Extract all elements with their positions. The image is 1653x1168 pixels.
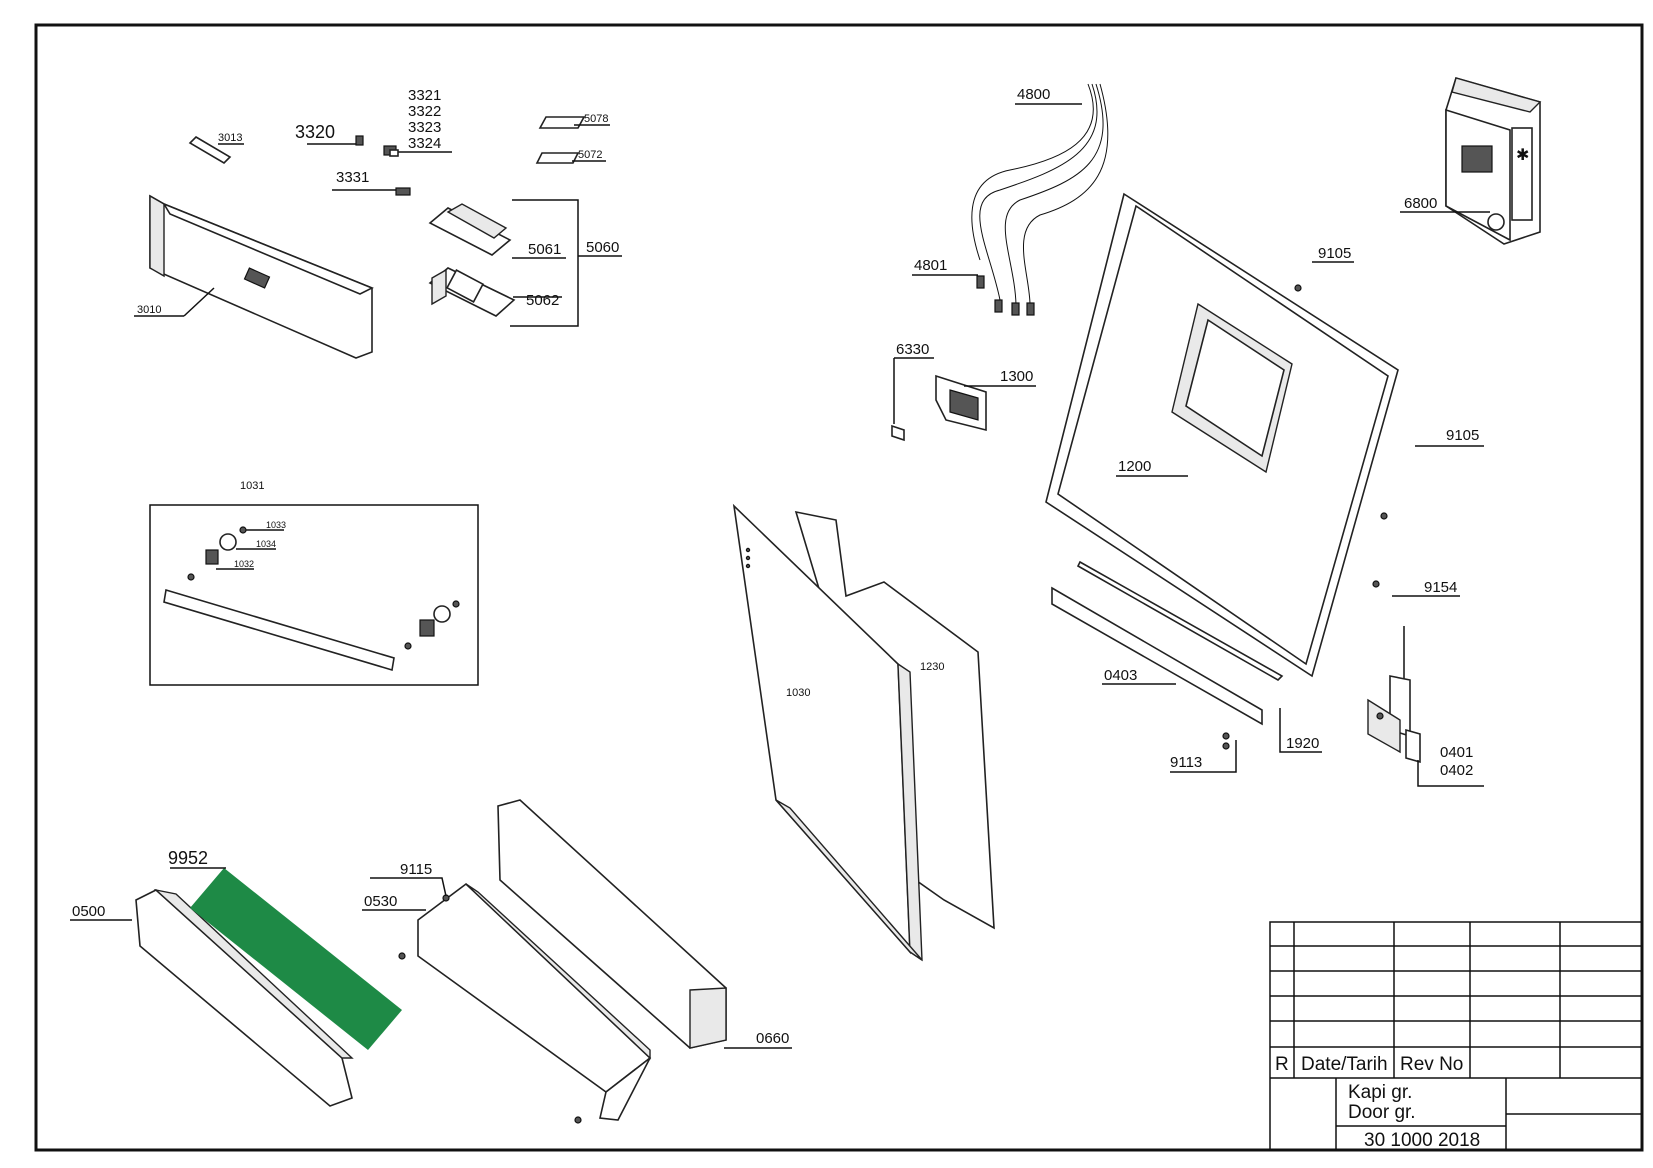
label-5062: 5062: [526, 292, 559, 309]
label-1034: 1034: [256, 539, 276, 549]
hinge: 0401 0402: [1367, 626, 1484, 787]
label-1230: 1230: [920, 661, 944, 673]
bottom-strips: 0403 1920 9113: [1051, 560, 1322, 773]
svg-text:✱: ✱: [1516, 147, 1529, 164]
label-0660: 0660: [756, 1030, 789, 1047]
kick-panel-group: 0500 9952 0530 9115 0660: [70, 799, 792, 1124]
label-1300: 1300: [1000, 368, 1033, 385]
title-drawing-number: 30 1000 2018: [1364, 1130, 1480, 1151]
title-name-en: Door gr.: [1348, 1102, 1416, 1123]
label-3331: 3331: [336, 169, 369, 186]
label-5060: 5060: [586, 239, 619, 256]
label-0500: 0500: [72, 903, 105, 920]
label-1030: 1030: [786, 687, 810, 699]
label-6330: 6330: [896, 341, 929, 358]
label-9105-top: 9105: [1318, 245, 1351, 262]
label-3324: 3324: [408, 135, 441, 152]
highlight-9952: [190, 868, 402, 1050]
outer-door-panels: 1230 1030: [732, 503, 995, 962]
label-1200: 1200: [1118, 458, 1151, 475]
label-0401: 0401: [1440, 744, 1473, 761]
label-0402: 0402: [1440, 762, 1473, 779]
label-4801: 4801: [914, 257, 947, 274]
title-date-header: Date/Tarih: [1301, 1054, 1388, 1075]
cable-harness: 4800 4801: [912, 83, 1109, 316]
label-9105-right: 9105: [1446, 427, 1479, 444]
title-revno-header: Rev No: [1400, 1054, 1463, 1075]
label-5078: 5078: [584, 113, 608, 125]
label-3013: 3013: [218, 132, 242, 144]
label-9115: 9115: [400, 861, 432, 878]
label-3322: 3322: [408, 103, 441, 120]
label-1032: 1032: [234, 559, 254, 569]
drawing-frame: [34, 23, 1644, 1152]
dispenser-6800: ✱ 6800: [1400, 77, 1542, 245]
label-3323: 3323: [408, 119, 441, 136]
label-1920: 1920: [1286, 735, 1319, 752]
label-9113: 9113: [1170, 754, 1202, 771]
handle-detail-box: 1031 1033 1034 1032: [149, 480, 479, 686]
title-block: R Date/Tarih Rev No Kapi gr. Door gr. 30…: [1269, 921, 1643, 1151]
control-panel-group: 3013 3320 3321 3322 3323 3324 3331 5078 …: [134, 87, 622, 359]
label-3010: 3010: [137, 304, 161, 316]
label-4800: 4800: [1017, 86, 1050, 103]
inner-door-1200: 1200 9105 9105 9154: [1045, 192, 1484, 678]
label-5061: 5061: [528, 241, 561, 258]
title-rev-header: R: [1275, 1054, 1289, 1075]
label-3320: 3320: [295, 122, 335, 142]
label-1033: 1033: [266, 520, 286, 530]
label-3321: 3321: [408, 87, 441, 104]
label-1031: 1031: [240, 480, 264, 492]
label-5072: 5072: [578, 149, 602, 161]
title-name-tr: Kapi gr.: [1348, 1082, 1412, 1103]
label-9154: 9154: [1424, 579, 1457, 596]
door-lock: 6330 1300: [891, 341, 1036, 442]
label-9952: 9952: [168, 848, 208, 868]
label-0403: 0403: [1104, 667, 1137, 684]
label-0530: 0530: [364, 893, 397, 910]
label-6800: 6800: [1404, 195, 1437, 212]
